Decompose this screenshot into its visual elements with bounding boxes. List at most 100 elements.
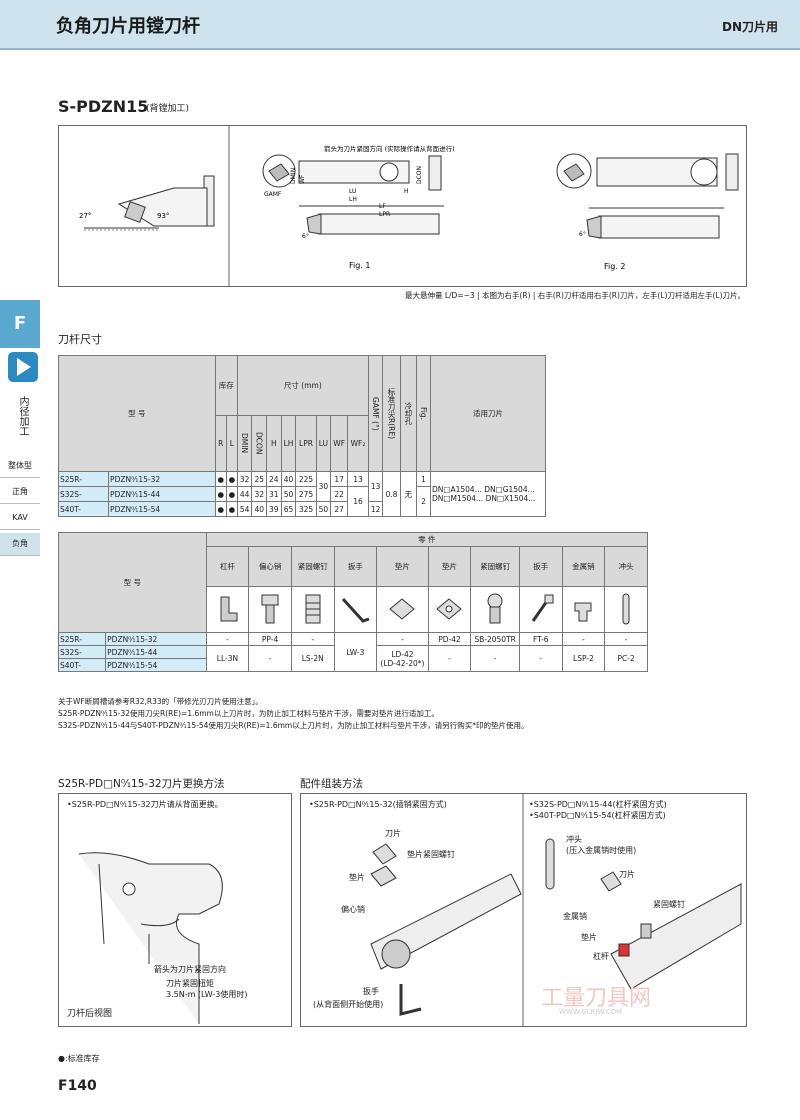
dim-table: 型 号 库存 尺寸 (mm) GAMF (°) 标准刀尖R(RE) 冷却孔 Fi… [57,355,546,517]
torx-wrench-icon [531,594,554,622]
label-h: H [404,188,409,195]
table-cell [333,586,378,633]
table-cell: 50 [280,486,297,502]
table-cell: 32 [251,486,267,502]
table-cell: LSP-2 [561,645,606,672]
table-cell: 50 [315,501,332,517]
table-cell: - [561,632,606,646]
table-cell: 0.8 [382,471,401,517]
angle-6-b: 6° [579,231,586,238]
table-cell: PC-2 [604,645,648,672]
assembly-sub-2b: •S40T-PD□N⁰⁄₁15-54(杠杆紧固方式) [529,811,666,820]
dim-col-l: L [225,415,238,472]
dim-section-title: 刀杆尺寸 [58,333,102,346]
table-cell [248,586,292,633]
table-cell [604,586,648,633]
table-cell [205,586,250,633]
table-cell: 16 [347,486,369,517]
model-subtitle: (背镗加工) [146,104,190,114]
play-icon[interactable] [8,352,38,382]
table-header-cell: 偏心销 [248,546,292,587]
side-link-solid[interactable]: 整体型 [0,455,40,478]
stock-legend: ●:标准库存 [58,1054,100,1063]
parts-h-parts: 零 件 [205,532,649,547]
table-cell: ● [214,486,227,502]
section-tab-f[interactable]: F [0,300,40,348]
table-cell [290,586,335,633]
table-cell: 54 [236,501,253,517]
category-label: DN刀片用 [721,20,778,34]
asm2-label-lever: 杠杆 [593,952,609,961]
dim-col-lh: LH [280,415,297,472]
dim-col-wf2: WF₂ [347,415,369,472]
table-cell: 22 [330,486,349,502]
dim-col-h: H [266,415,282,472]
table-header-cell: 紧固螺钉 [470,546,520,587]
table-header-cell: 垫片 [376,546,429,587]
label-lpr: LPR [379,211,390,218]
table-cell [561,586,606,633]
table-cell: 325 [295,501,317,517]
watermark-url: WWW.GLRJW.COM [559,1008,623,1016]
table-cell: S40T- [57,658,107,672]
label-wf: WF [299,174,306,184]
parts-table: 型 号 零 件 杠杆偏心销 紧固螺钉扳手 垫片垫片 紧固螺钉扳手 金属销冲头 S… [57,532,649,672]
fig2-caption: Fig. 2 [604,262,626,271]
side-link-kav[interactable]: KAV [0,507,40,530]
table-cell: - [205,632,250,646]
dim-col-lpr: LPR [295,415,317,472]
dim-col-lu: LU [315,415,332,472]
table-cell: 12 [367,501,384,517]
asm2-label-screw: 紧固螺钉 [653,900,685,909]
table-cell: PD-42 [427,632,472,646]
table-cell: 2 [415,486,432,517]
table-cell: ● [225,471,238,487]
table-cell: S25R- [57,632,107,646]
table-cell: PDZN⁰⁄₁15-44 [105,645,207,659]
table-cell: SB-2050TR [470,632,520,646]
fig1-caption: Fig. 1 [349,261,371,270]
table-cell: 24 [266,471,282,487]
parts-h-model: 型 号 [58,532,207,633]
table-cell: 65 [280,501,297,517]
assembly-sub-1: •S25R-PD□N⁰⁄₁15-32(插销紧固方式) [309,800,447,809]
table-cell [470,586,520,633]
dim-h-insert: 适用刀片 [430,355,546,472]
table-cell [376,586,429,633]
asm1-label-wrench-note: (从背面侧开始使用) [313,1000,384,1009]
assembly-drawings [370,794,742,1026]
clamp-screw-icon [305,594,321,623]
wrench-icon [342,597,370,623]
table-cell [518,586,563,633]
header-bar [0,0,800,50]
label-lf: LF [379,203,386,210]
punch-icon [622,593,630,624]
dim-h-fig: Fig. [415,355,432,472]
rear-view-drawing [78,852,223,1024]
angle-6-a: 6° [302,233,309,240]
table-cell: 40 [251,501,267,517]
side-link-negative[interactable]: 负角 [0,533,40,556]
asm1-label-insert: 刀片 [385,829,401,838]
dim-h-gamf: GAMF (°) [367,355,384,472]
table-cell: S25R- [57,471,110,487]
assembly-title: 配件组装方法 [300,778,363,790]
table-header-cell: 杠杆 [205,546,250,587]
table-header-cell: 冲头 [604,546,648,587]
side-link-positive[interactable]: 正角 [0,481,40,504]
label-dmin: DMIN [290,168,297,184]
dim-h-size: 尺寸 (mm) [236,355,369,416]
table-cell: ● [214,471,227,487]
table-cell: 225 [295,471,317,487]
side-vertical-label: 内径加工 [17,396,28,436]
cell-text: DN□M1504... DN□X1504... [432,494,536,503]
label-gamf: GAMF [264,191,282,198]
cell-text: LD-42 [391,649,414,659]
table-cell: 27 [330,501,349,517]
metal-pin-icon [574,602,592,621]
table-cell: LS-2N [290,645,335,672]
table-header-cell: 金属销 [561,546,606,587]
table-cell: LL-3N [205,645,250,672]
change-caption: 刀杆后视图 [67,1009,113,1019]
